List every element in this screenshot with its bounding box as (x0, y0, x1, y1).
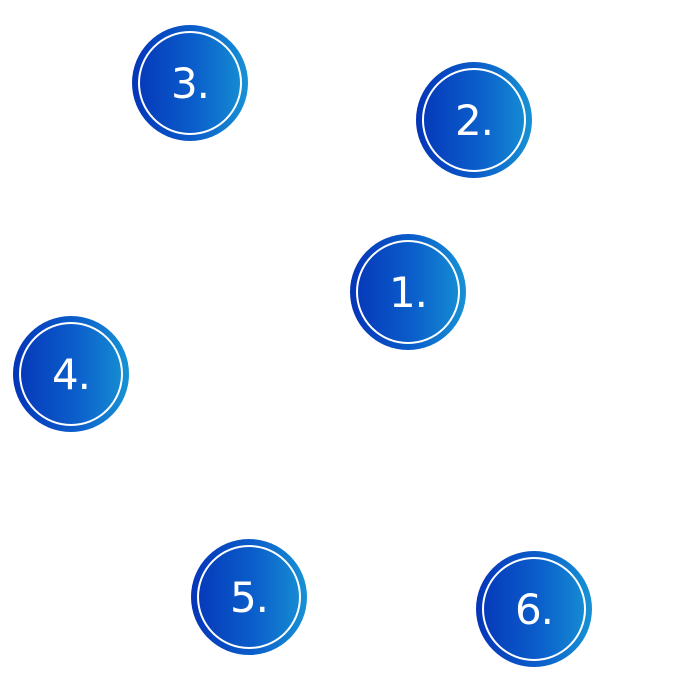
badge-label-4: 4. (51, 350, 91, 399)
badge-label-2: 2. (454, 96, 494, 145)
number-badge-4: 4. (13, 316, 129, 432)
number-badge-6: 6. (476, 551, 592, 667)
number-badge-5: 5. (191, 539, 307, 655)
number-badge-2: 2. (416, 62, 532, 178)
badge-label-6: 6. (514, 585, 554, 634)
badge-label-5: 5. (229, 573, 269, 622)
number-badge-1: 1. (350, 234, 466, 350)
badge-label-1: 1. (388, 268, 428, 317)
number-badge-3: 3. (132, 25, 248, 141)
badge-label-3: 3. (170, 59, 210, 108)
